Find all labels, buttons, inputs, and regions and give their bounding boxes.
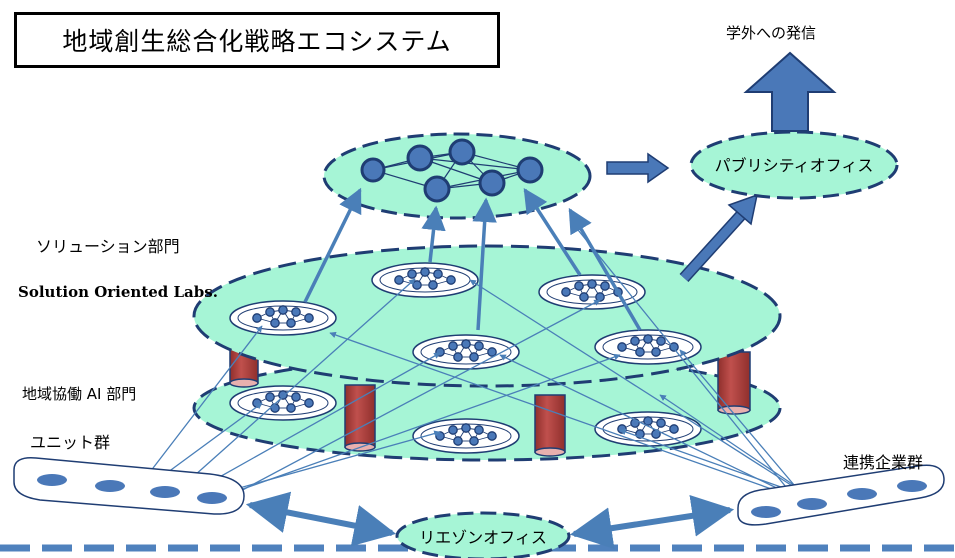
page-title: 地域創生総合化戦略エコシステム xyxy=(62,27,452,56)
lab-node xyxy=(474,341,484,351)
lab-node xyxy=(286,403,296,413)
lab-node xyxy=(278,305,288,315)
lab-node xyxy=(461,339,471,349)
unit-node xyxy=(197,492,227,504)
lab-node xyxy=(265,307,275,317)
lab-node xyxy=(412,280,422,290)
lab-cluster xyxy=(412,418,520,454)
lab-node xyxy=(448,341,458,351)
partner-node xyxy=(797,498,827,510)
publicity-office: パブリシティオフィス xyxy=(689,130,899,200)
unit-node xyxy=(150,486,180,498)
lab-node xyxy=(595,292,605,302)
partner-node xyxy=(897,480,927,492)
lab-cluster xyxy=(594,329,702,365)
pillar xyxy=(344,384,376,452)
lab-cluster xyxy=(229,300,337,336)
network-node xyxy=(406,144,434,172)
lab-node xyxy=(656,336,666,346)
lab-node xyxy=(651,347,661,357)
title-box: 地域創生総合化戦略エコシステム xyxy=(14,12,500,68)
lab-cluster xyxy=(412,334,520,370)
lab-node xyxy=(420,267,430,277)
lab-node xyxy=(291,307,301,317)
lab-node xyxy=(587,279,597,289)
lab-node xyxy=(270,318,280,328)
lab-node xyxy=(643,416,653,426)
ai-dept-label: 地域協働 AI 部門 xyxy=(22,385,137,403)
lab-node xyxy=(579,292,589,302)
lab-node xyxy=(561,287,571,297)
lab-node xyxy=(461,423,471,433)
partner-pod xyxy=(737,464,945,526)
lab-node xyxy=(291,392,301,402)
diagonal-arrow xyxy=(679,193,759,283)
outbound-label: 学外への発信 xyxy=(726,24,817,42)
lab-node xyxy=(617,342,627,352)
outbound-up-arrow xyxy=(743,51,837,132)
liaison-office-label: リエゾンオフィス xyxy=(419,528,547,547)
lab-node xyxy=(643,334,653,344)
lab-node xyxy=(574,281,584,291)
partner-group-label: 連携企業群 xyxy=(843,453,924,472)
lab-node xyxy=(407,269,417,279)
lab-node xyxy=(487,347,497,357)
pillar xyxy=(717,351,751,415)
top-core-disk xyxy=(322,132,592,220)
network-node xyxy=(478,169,506,197)
lab-node xyxy=(278,390,288,400)
lab-node xyxy=(446,275,456,285)
connection-lines xyxy=(149,219,811,497)
lab-node xyxy=(600,281,610,291)
lab-node xyxy=(433,269,443,279)
unit-group-label: ユニット群 xyxy=(30,433,111,452)
lab-node xyxy=(487,431,497,441)
lab-node xyxy=(630,336,640,346)
lab-node xyxy=(286,318,296,328)
lab-node xyxy=(448,425,458,435)
lab-node xyxy=(469,352,479,362)
lab-cluster xyxy=(229,385,337,421)
network-node xyxy=(516,156,544,184)
lab-node xyxy=(669,342,679,352)
lab-node xyxy=(252,313,262,323)
lab-node xyxy=(304,398,314,408)
lab-node xyxy=(453,436,463,446)
pillar xyxy=(534,394,566,457)
lab-cluster xyxy=(538,274,646,310)
lab-node xyxy=(394,275,404,285)
unit-node xyxy=(95,480,125,492)
right-block-arrow xyxy=(606,152,670,184)
liaison-office: リエゾンオフィス xyxy=(395,511,571,558)
network-node xyxy=(360,157,386,183)
network-node xyxy=(448,138,476,166)
lab-cluster xyxy=(371,262,479,298)
lab-node xyxy=(669,424,679,434)
partner-node xyxy=(847,488,877,500)
lab-node xyxy=(656,418,666,428)
liaison-arrows xyxy=(245,491,735,550)
network-node xyxy=(423,175,451,203)
upward-arrows xyxy=(303,187,642,331)
publicity-office-label: パブリシティオフィス xyxy=(715,156,874,175)
lab-node xyxy=(635,347,645,357)
unit-node xyxy=(37,474,67,486)
lab-node xyxy=(304,313,314,323)
solution-labs-label: Solution Oriented Labs. xyxy=(18,283,218,301)
lab-node xyxy=(453,352,463,362)
lab-node xyxy=(469,436,479,446)
partner-node xyxy=(751,506,781,518)
lab-node xyxy=(270,403,280,413)
solution-dept-label: ソリューション部門 xyxy=(36,237,180,256)
lab-clusters xyxy=(229,262,702,454)
lab-node xyxy=(265,392,275,402)
top-network-nodes xyxy=(360,138,544,203)
unit-group-pod xyxy=(13,457,245,515)
lab-node xyxy=(474,425,484,435)
lab-node xyxy=(428,280,438,290)
